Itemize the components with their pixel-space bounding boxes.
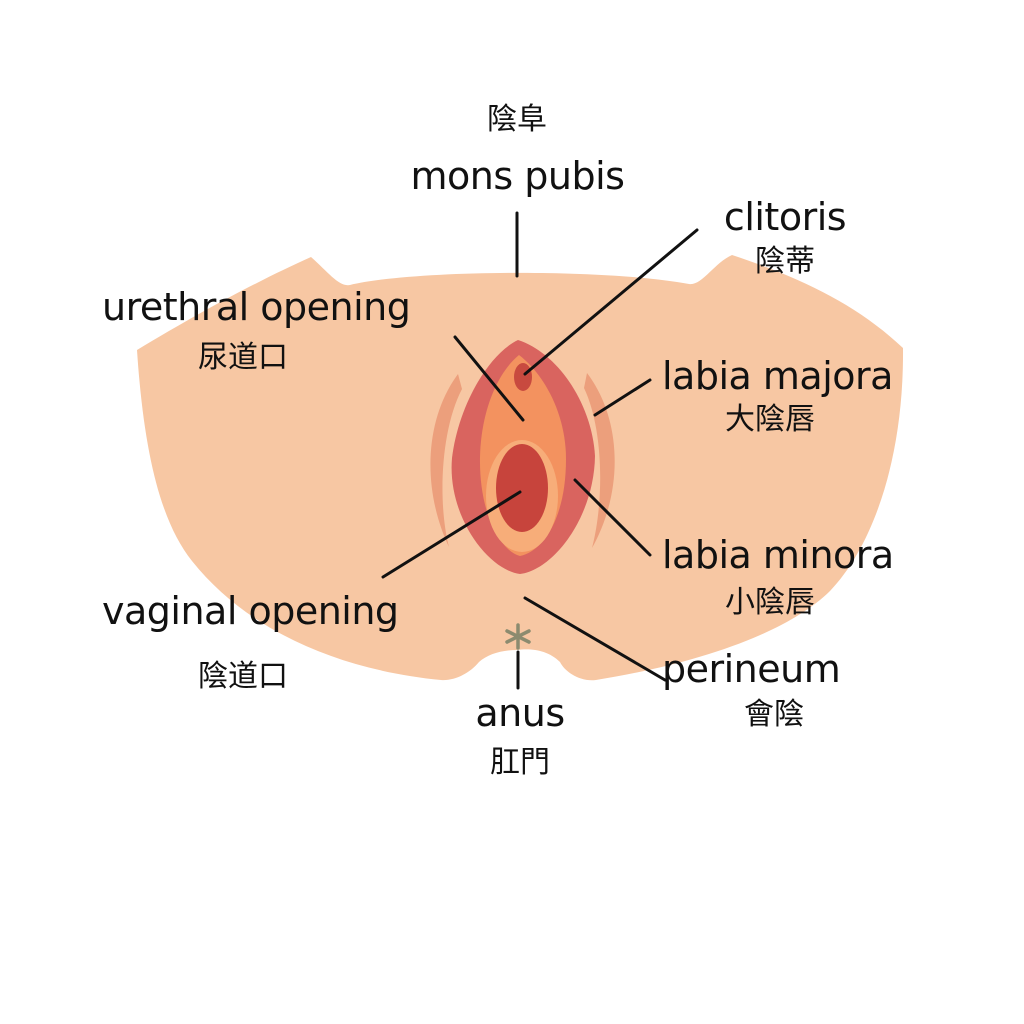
anus-star [505,623,531,650]
perineum-zh-label: 會陰 [744,697,804,732]
labia-majora-leader [593,378,652,417]
vaginal-opening-en-label: vaginal opening [102,589,399,633]
clitoris-zh-label: 陰蒂 [755,244,815,279]
mons-pubis-en-label: mons pubis [410,154,625,198]
labia-minora-en-label: labia minora [662,533,894,577]
urethral-opening-en-label: urethral opening [102,285,411,329]
urethral-opening-leader [453,335,525,422]
clitoris-en-label: clitoris [723,195,847,239]
vaginal-opening-zh-label: 陰道口 [198,659,288,694]
mons-pubis-zh-label: 陰阜 [487,102,547,137]
labia-majora-left-fold [430,374,462,547]
anus-en-label: anus [475,691,565,735]
perineum-leader [523,596,667,682]
leader-lines [381,211,699,690]
clitoris-leader [523,228,699,376]
clitoris-shape [514,363,532,391]
vaginal-opening-shape [496,444,548,532]
perineum-en-label: perineum [662,647,841,691]
vaginal-opening-leader [381,490,522,579]
labia-majora-en-label: labia majora [662,354,893,398]
labia-majora-right-fold [584,373,615,548]
labia-majora-zh-label: 大陰唇 [725,402,815,437]
urethral-opening-zh-label: 尿道口 [198,340,288,375]
labia-minora-leader [573,478,652,557]
labia-minora-zh-label: 小陰唇 [725,585,815,620]
anus-zh-label: 肛門 [490,745,550,780]
